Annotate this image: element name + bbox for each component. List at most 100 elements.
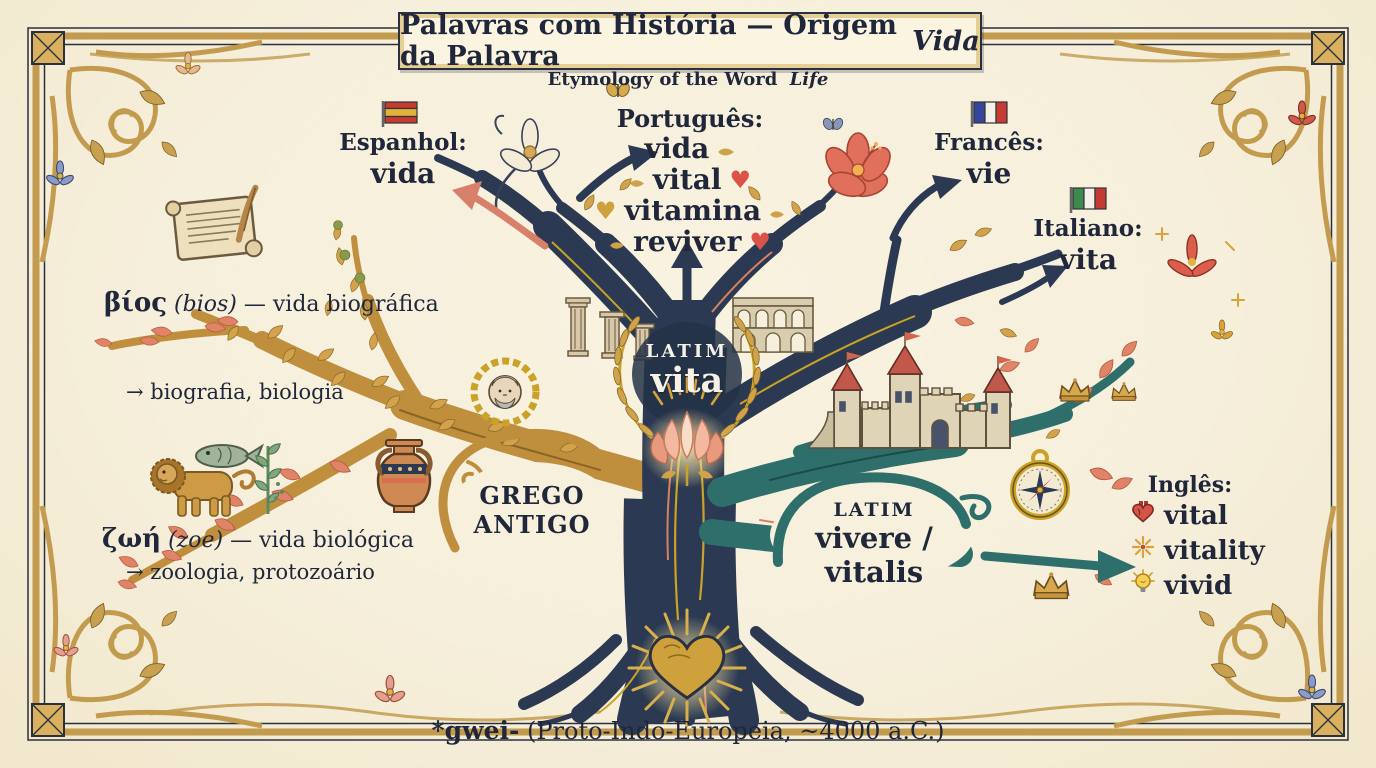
crown-icon-top [1059, 377, 1091, 402]
greek-zoe-root: ζωή [102, 524, 162, 554]
english-word-row: vivid [1130, 568, 1310, 603]
greek-bios-root: βίος [104, 288, 168, 318]
poster-title-emphasis: Vida [912, 25, 980, 57]
greek-bios-gloss: — vida biográfica [243, 292, 439, 317]
latin-verbs-node: LATIM vivere / vitalis [780, 499, 968, 589]
red-lily-icon [1167, 234, 1217, 277]
medallion-label: LATIM [645, 341, 729, 362]
subtitle-emphasis: Life [789, 69, 829, 90]
italian-branch-label: Italiano: vita [1016, 186, 1160, 276]
plant-icon [252, 440, 284, 514]
spark-icon [1130, 534, 1156, 567]
aqueduct-icon [732, 297, 814, 353]
latin-node-words: vivere / vitalis [815, 521, 933, 589]
spain-flag-icon [328, 100, 478, 128]
spanish-language-label: Espanhol: [339, 129, 467, 156]
portuguese-word-row: reviver ♥ [573, 225, 807, 258]
leaf-icon [769, 194, 785, 227]
heart-icon: ♥ [749, 227, 771, 256]
portuguese-word-row: vital ♥ [573, 163, 807, 196]
proto-indo-european-root: *gwei- (Proto-Indo-Europeia, ~4000 a.C.) [0, 716, 1376, 745]
gold-sparkle-icons [1155, 227, 1245, 307]
leaf-icon [629, 163, 645, 196]
english-language-label: Inglês: [1147, 472, 1233, 498]
border-flower-pink-bottom-icon [373, 674, 407, 705]
greek-bios-translit: (bios) [174, 292, 237, 317]
french-language-label: Francês: [934, 129, 1044, 156]
latim-node-cartouche [770, 472, 974, 582]
arrow-up-trunk [671, 240, 703, 317]
heart-icon: ♥ [594, 196, 617, 225]
radiant-heart-icon [627, 608, 747, 728]
greek-bios-line: βίος (bios) — vida biográfica [104, 288, 439, 318]
spanish-branch-label: Espanhol: vida [328, 100, 478, 190]
portuguese-word-row: ♥ vitamina [573, 194, 807, 227]
lion-icon [150, 458, 256, 517]
coral-leaves-right [953, 315, 1141, 589]
lightbulb-icon [1130, 569, 1156, 602]
gold-leaves [224, 220, 581, 455]
greek-zoe-gloss: — vida biológica [230, 528, 414, 553]
italian-word: vita [1059, 243, 1117, 276]
arrow-to-spanish [452, 181, 549, 250]
grego-node-cartouche [438, 428, 619, 562]
gold-small-flower-icon [1209, 319, 1235, 341]
english-branch-label: Inglês: vital vitality vivid [1130, 472, 1310, 603]
leaf-icon [717, 132, 735, 165]
medallion-word: vita [650, 360, 724, 401]
portuguese-word: reviver [633, 225, 742, 258]
spanish-word: vida [370, 157, 436, 190]
border-flower-blue-left-icon [44, 160, 76, 188]
heart-icon: ♥ [729, 165, 752, 194]
portuguese-word: vital [652, 163, 722, 196]
subtitle-text: Etymology of the Word [547, 69, 778, 90]
italy-flag-icon [1016, 186, 1160, 214]
latin-vita-medallion: LATIM vita [625, 341, 749, 401]
english-word: vitality [1164, 535, 1265, 566]
ancient-greek-node: GREGO ANTIGO [460, 481, 604, 539]
greek-bios-derived: → biografia, biologia [126, 380, 344, 404]
arrow-to-portuguese [576, 145, 658, 202]
english-word-row: vital [1130, 498, 1310, 533]
italian-language-label: Italiano: [1033, 215, 1143, 242]
portuguese-word-row: vida [573, 132, 807, 165]
english-word-row: vitality [1130, 533, 1310, 568]
white-flower-icon [494, 114, 560, 215]
arrow-to-french [889, 175, 962, 242]
france-flag-icon [923, 100, 1055, 128]
pie-detail: (Proto-Indo-Europeia, ~4000 a.C.) [527, 717, 945, 745]
greek-zoe-translit: (zoe) [168, 528, 224, 553]
grego-node-line1: GREGO [479, 481, 585, 510]
english-word: vivid [1164, 570, 1233, 601]
english-word: vital [1164, 500, 1228, 531]
pie-root: *gwei- [431, 716, 520, 745]
amphora-icon [375, 439, 433, 513]
portuguese-word: vitamina [624, 194, 762, 227]
portuguese-word: vida [644, 132, 710, 165]
anatomical-heart-icon [1130, 499, 1156, 532]
latin-node-label: LATIM [833, 499, 915, 521]
grego-node-line2: ANTIGO [473, 510, 591, 539]
hibiscus-icon [825, 132, 891, 198]
butterfly-blue-icon [820, 115, 846, 132]
poster-subtitle: Etymology of the Word Life [0, 69, 1376, 90]
french-word: vie [966, 157, 1012, 190]
philosopher-medallion-icon [470, 357, 540, 427]
greek-zoe-line: ζωή (zoe) — vida biológica [102, 524, 414, 554]
crown-icon-bottom [1033, 571, 1070, 600]
french-branch-label: Francês: vie [923, 100, 1055, 190]
greek-zoe-derived: → zoologia, protozoário [126, 560, 375, 584]
scroll-icon [165, 184, 263, 261]
title-banner: Palavras com História — Origem da Palavr… [398, 10, 982, 72]
leaf-icon [609, 225, 625, 258]
compass-icon [1010, 449, 1070, 520]
crown-icon-small [1111, 381, 1137, 401]
arrow-to-italian [999, 265, 1068, 305]
lotus-icon [641, 376, 733, 488]
arrow-to-english [980, 550, 1136, 583]
fish-icon [195, 443, 265, 469]
poster-title: Palavras com História — Origem da Palavr… [400, 10, 898, 72]
portuguese-branch-label: Português: vida vital ♥ ♥ vitamina reviv… [573, 104, 807, 258]
